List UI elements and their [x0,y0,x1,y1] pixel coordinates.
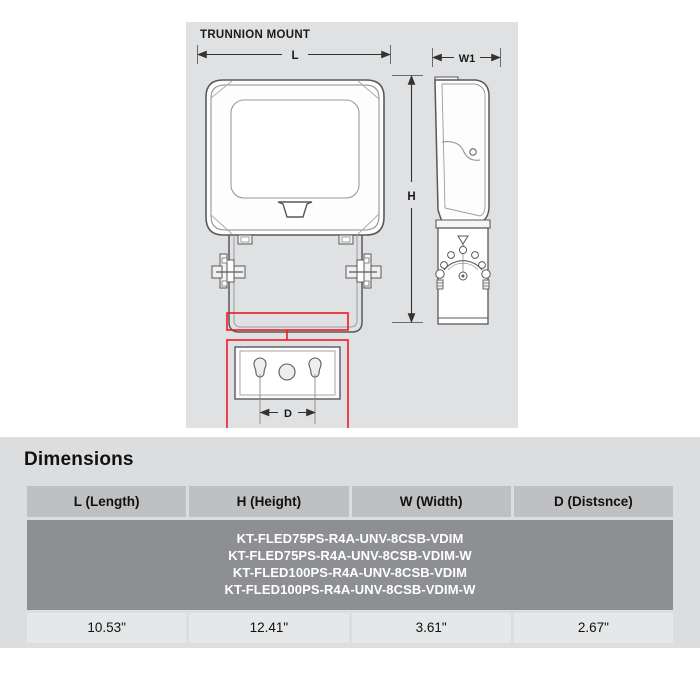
center-hole [278,363,296,381]
model-numbers-cell: KT-FLED75PS-R4A-UNV-8CSB-VDIM KT-FLED75P… [27,520,673,610]
trunnion-bracket-front [211,234,382,333]
dimension-l-label: L [291,50,298,62]
value-height: 12.41" [189,612,349,643]
callout-detail-box [226,339,349,428]
pivot-knuckle-right [345,253,382,289]
front-view-fixture [205,79,385,236]
dimension-w1: W1 [431,48,502,67]
model-number: KT-FLED100PS-R4A-UNV-8CSB-VDIM-W [224,582,476,598]
dimension-l: L [196,45,392,64]
angle-adjust-arc [435,235,491,290]
dimension-d: D [259,408,317,420]
technical-drawing-panel: TRUNNION MOUNT L W1 [186,22,518,428]
table-row-models: KT-FLED75PS-R4A-UNV-8CSB-VDIM KT-FLED75P… [27,520,673,610]
dimension-d-label: D [284,408,292,420]
product-dimension-drawing: L W1 H [196,45,502,428]
table-row-values: 10.53" 12.41" 3.61" 2.67" [27,612,673,643]
pivot-knuckle-left [211,253,246,289]
value-width: 3.61" [351,612,511,643]
detail-callout [226,312,349,428]
side-view-fixture [434,76,491,325]
model-number: KT-FLED75PS-R4A-UNV-8CSB-VDIM [236,531,464,546]
dimensions-section: Dimensions L (Length) H (Height) W (Widt… [0,437,700,648]
value-distance: 2.67" [513,612,673,643]
drawing-title: TRUNNION MOUNT [200,29,311,41]
dimensions-table: L (Length) H (Height) W (Width) D (Dists… [24,483,676,646]
table-header-row: L (Length) H (Height) W (Width) D (Dists… [27,486,673,517]
brand-emblem-icon [277,201,313,218]
column-header-height: H (Height) [189,486,349,517]
model-number: KT-FLED100PS-R4A-UNV-8CSB-VDIM [232,565,468,581]
dimension-w1-label: W1 [459,53,476,65]
dimension-h-label: H [407,191,415,203]
value-length: 10.53" [27,612,187,643]
column-header-distance: D (Distsnce) [513,486,673,517]
mounting-plate-detail [234,346,341,424]
model-number: KT-FLED75PS-R4A-UNV-8CSB-VDIM-W [228,548,472,564]
column-header-length: L (Length) [27,486,187,517]
dimension-h: H [392,74,423,324]
dimensions-heading: Dimensions [24,449,134,470]
column-header-width: W (Width) [351,486,511,517]
